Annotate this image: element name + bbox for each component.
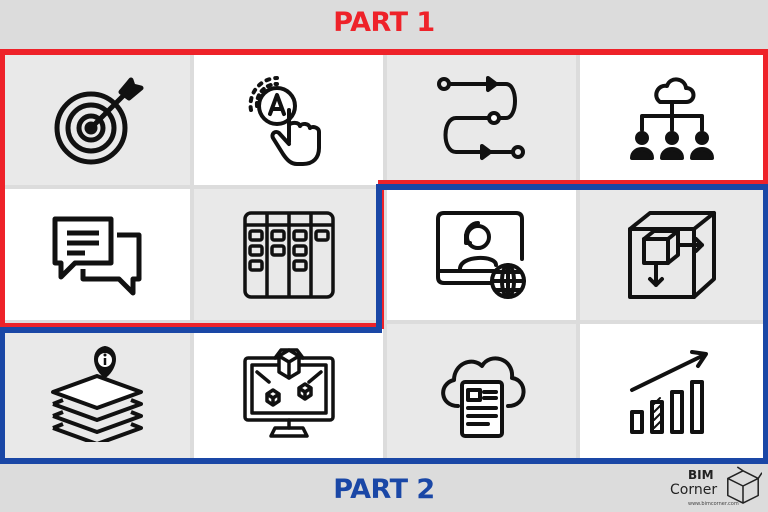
roadmap-path-icon xyxy=(436,76,525,160)
bimcorner-logo: BIM Corner www.bimcorner.com xyxy=(666,466,766,510)
kanban-board-icon xyxy=(242,210,335,299)
tile-cloud-hierarchy xyxy=(580,55,764,185)
tile-chat xyxy=(4,189,190,320)
tile-box xyxy=(580,189,764,320)
video-call-globe-icon xyxy=(435,210,526,299)
logo-url-text: www.bimcorner.com xyxy=(688,501,739,507)
logo-box-icon xyxy=(727,466,762,504)
chat-bubbles-icon xyxy=(52,216,142,295)
tile-cloud-doc xyxy=(387,324,576,459)
monitor-3d-model-icon xyxy=(242,347,335,438)
box-axes-icon xyxy=(628,210,716,299)
tile-kanban xyxy=(194,189,383,320)
touch-letter-a-icon xyxy=(248,76,321,166)
tile-touch xyxy=(194,55,383,185)
tile-roadmap xyxy=(387,55,576,185)
logo-corner-text: Corner xyxy=(670,482,718,498)
target-icon xyxy=(54,77,144,165)
tile-layers xyxy=(4,324,190,459)
part2-title: PART 2 xyxy=(333,474,435,505)
part1-title: PART 1 xyxy=(333,7,435,38)
tile-growth xyxy=(580,324,764,459)
tile-target xyxy=(4,55,190,185)
logo-bim-text: BIM xyxy=(688,468,714,482)
tile-monitor xyxy=(194,324,383,459)
cloud-hierarchy-icon xyxy=(630,77,714,160)
growth-chart-icon xyxy=(630,349,708,434)
tile-video-call xyxy=(387,189,576,320)
cloud-document-icon xyxy=(440,355,525,438)
layers-info-icon xyxy=(51,345,143,442)
